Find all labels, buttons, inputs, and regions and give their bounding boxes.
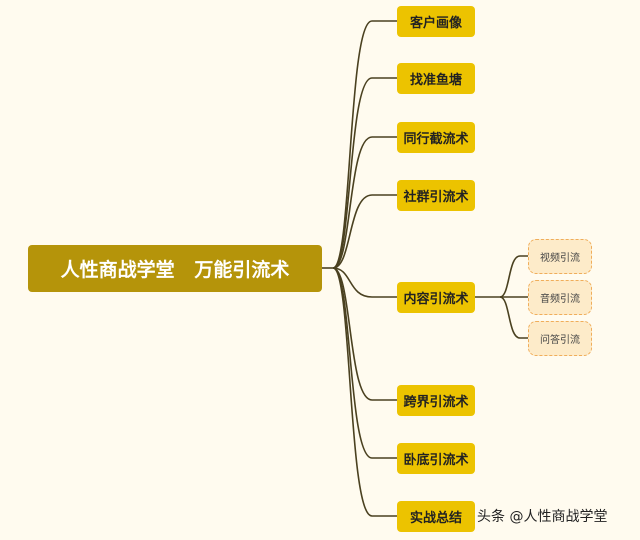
branch-connector xyxy=(332,77,397,269)
branch-connector xyxy=(332,20,397,269)
branch-node[interactable]: 内容引流术 xyxy=(397,282,475,313)
sub-node[interactable]: 视频引流 xyxy=(528,239,592,274)
sub-connector xyxy=(499,296,528,339)
branch-node[interactable]: 卧底引流术 xyxy=(397,443,475,474)
root-node[interactable]: 人性商战学堂 万能引流术 xyxy=(28,245,322,292)
branch-node[interactable]: 同行截流术 xyxy=(397,122,475,153)
watermark: 头条 @人性商战学堂 xyxy=(477,509,608,525)
branch-connector xyxy=(332,267,397,517)
sub-node[interactable]: 音频引流 xyxy=(528,280,592,315)
branch-connector xyxy=(332,136,397,269)
branch-node[interactable]: 找准鱼塘 xyxy=(397,63,475,94)
branch-connector xyxy=(332,267,397,298)
sub-connector xyxy=(499,255,528,298)
sub-node[interactable]: 问答引流 xyxy=(528,321,592,356)
branch-connector xyxy=(332,267,397,401)
branch-node[interactable]: 社群引流术 xyxy=(397,180,475,211)
branch-node[interactable]: 实战总结 xyxy=(397,501,475,532)
branch-node[interactable]: 客户画像 xyxy=(397,6,475,37)
branch-connector xyxy=(332,194,397,269)
branch-node[interactable]: 跨界引流术 xyxy=(397,385,475,416)
